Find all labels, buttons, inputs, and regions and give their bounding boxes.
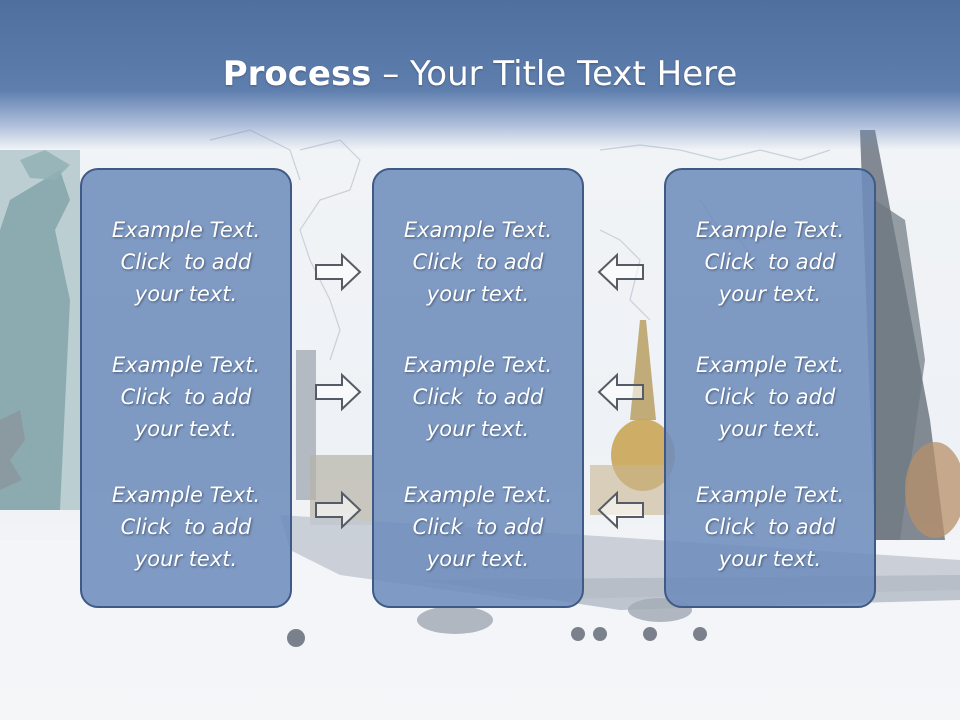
title-bar <box>0 0 960 150</box>
text-placeholder[interactable]: Example Text. Click to add your text. <box>403 483 553 571</box>
process-box-right[interactable]: Example Text. Click to add your text. Ex… <box>664 168 876 608</box>
left-arrow-icon[interactable] <box>597 252 645 292</box>
right-arrow-icon[interactable] <box>314 252 362 292</box>
process-box-left[interactable]: Example Text. Click to add your text. Ex… <box>80 168 292 608</box>
buddha-statue-image <box>905 442 960 538</box>
text-placeholder[interactable]: Example Text. Click to add your text. <box>111 353 261 441</box>
golden-stupa-image <box>590 320 675 515</box>
title-bold-part: Process <box>222 54 372 94</box>
left-arrow-icon[interactable] <box>597 372 645 412</box>
text-placeholder[interactable]: Example Text. Click to add your text. <box>111 483 261 571</box>
text-placeholder[interactable]: Example Text. Click to add your text. <box>111 218 261 306</box>
text-placeholder[interactable]: Example Text. Click to add your text. <box>695 353 845 441</box>
text-placeholder[interactable]: Example Text. Click to add your text. <box>695 218 845 306</box>
slide-title[interactable]: Process – Your Title Text Here <box>0 52 960 96</box>
text-placeholder[interactable]: Example Text. Click to add your text. <box>403 353 553 441</box>
pagoda-image <box>0 410 25 490</box>
right-arrow-icon[interactable] <box>314 490 362 530</box>
process-box-center[interactable]: Example Text. Click to add your text. Ex… <box>372 168 584 608</box>
text-placeholder[interactable]: Example Text. Click to add your text. <box>695 483 845 571</box>
left-arrow-icon[interactable] <box>597 490 645 530</box>
title-rest-part: – Your Title Text Here <box>371 54 738 94</box>
right-arrow-icon[interactable] <box>314 372 362 412</box>
text-placeholder[interactable]: Example Text. Click to add your text. <box>403 218 553 306</box>
temple-tower-image <box>860 130 945 540</box>
